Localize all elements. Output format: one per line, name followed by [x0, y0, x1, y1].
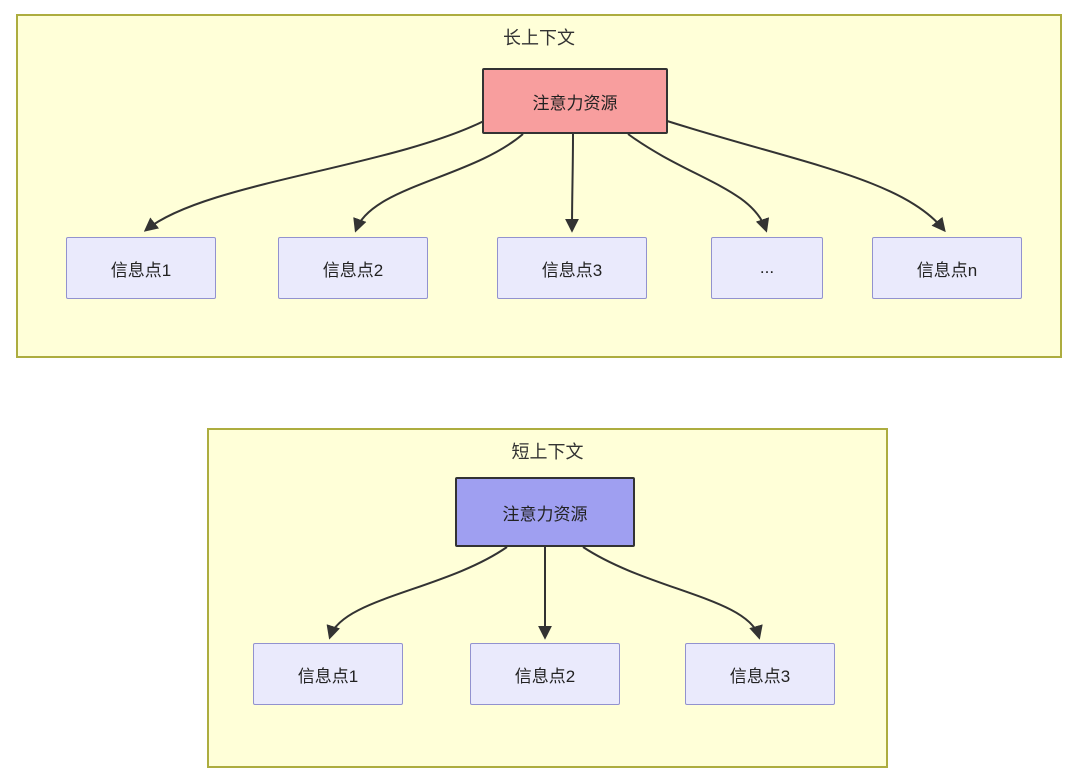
long-info-point-2-node: 信息点2: [278, 237, 428, 299]
long-info-point-n-node: 信息点n: [872, 237, 1022, 299]
short-context-title: 短上下文: [511, 442, 584, 462]
short-info-point-2-node: 信息点2: [470, 643, 620, 705]
long-info-point-3-node: 信息点3: [497, 237, 647, 299]
short-info-point-1-node: 信息点1: [253, 643, 403, 705]
long-context-title: 长上下文: [503, 28, 575, 48]
long-context-group: 长上下文: [16, 14, 1062, 358]
long-info-point-1-node: 信息点1: [66, 237, 216, 299]
short-info-point-3-node: 信息点3: [685, 643, 835, 705]
long-info-point-ellipsis-node: ...: [711, 237, 823, 299]
short-attention-resource-node: 注意力资源: [455, 477, 635, 547]
long-attention-resource-node: 注意力资源: [482, 68, 668, 134]
